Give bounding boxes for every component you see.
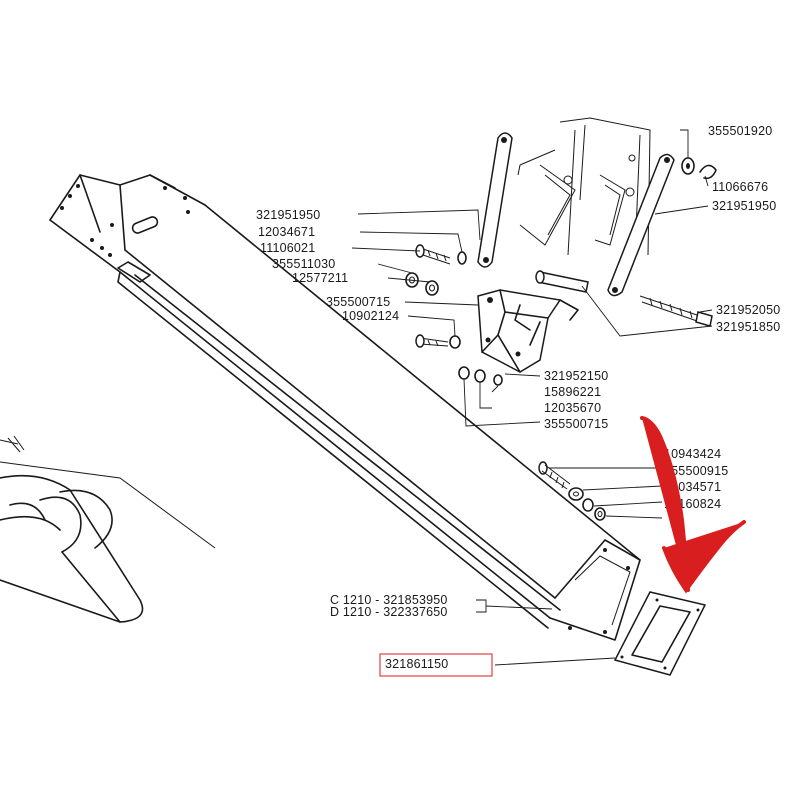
- label-355511030: 355511030: [272, 257, 335, 271]
- nut-16160824: [594, 507, 606, 521]
- label-355500915: 355500915: [664, 464, 728, 478]
- main-beam: [49, 174, 641, 641]
- label-321952050: 321952050: [716, 303, 780, 317]
- red-arrow-annotation: [640, 416, 746, 594]
- label-12577211: 12577211: [292, 271, 348, 285]
- right-link-arm: [607, 153, 675, 297]
- gasket-part: [613, 591, 707, 676]
- beam-rivets: [60, 184, 630, 634]
- left-link-arm: [477, 132, 513, 268]
- part-labels: 355501920 11066676 321951950 321951950 1…: [256, 124, 780, 671]
- label-10902124: 10902124: [342, 309, 399, 323]
- cylinder-part: [0, 435, 216, 623]
- highlight-box: [379, 653, 493, 677]
- bracket-part: [477, 289, 579, 373]
- label-11066676: 11066676: [712, 180, 768, 194]
- label-355500715-upper: 355500715: [326, 295, 390, 309]
- label-355501920: 355501920: [708, 124, 772, 138]
- leader-lines: [351, 129, 713, 666]
- bolt-11106021: [415, 244, 451, 265]
- label-321861150: 321861150: [385, 657, 448, 671]
- nut-12577211: [405, 272, 439, 296]
- label-321951950-right: 321951950: [712, 199, 776, 213]
- pin-part: [535, 270, 589, 293]
- label-321951950-left: 321951950: [256, 208, 320, 222]
- washers-lower-group: [458, 366, 503, 386]
- label-10943424: 10943424: [664, 447, 721, 461]
- label-12034671: 12034671: [258, 225, 315, 239]
- label-c1210-321853950: C 1210 - 321853950: [330, 593, 448, 607]
- upper-frame: [517, 117, 651, 256]
- bolt-10943424: [538, 461, 571, 490]
- label-321952150: 321952150: [544, 369, 608, 383]
- label-d1210-322337650: D 1210 - 322337650: [330, 605, 448, 619]
- washer-clip-top: [681, 157, 717, 180]
- label-15896221: 15896221: [544, 385, 601, 399]
- washer-355500915: [568, 487, 584, 501]
- washer-12034671: [457, 251, 467, 265]
- label-11106021: 11106021: [260, 241, 315, 255]
- label-12035670: 12035670: [544, 401, 601, 415]
- label-355500715-lower: 355500715: [544, 417, 608, 431]
- bolt-right: [639, 295, 713, 327]
- bolt-10902124: [415, 334, 461, 349]
- washer-12034571: [582, 498, 594, 512]
- label-321951850: 321951850: [716, 320, 780, 334]
